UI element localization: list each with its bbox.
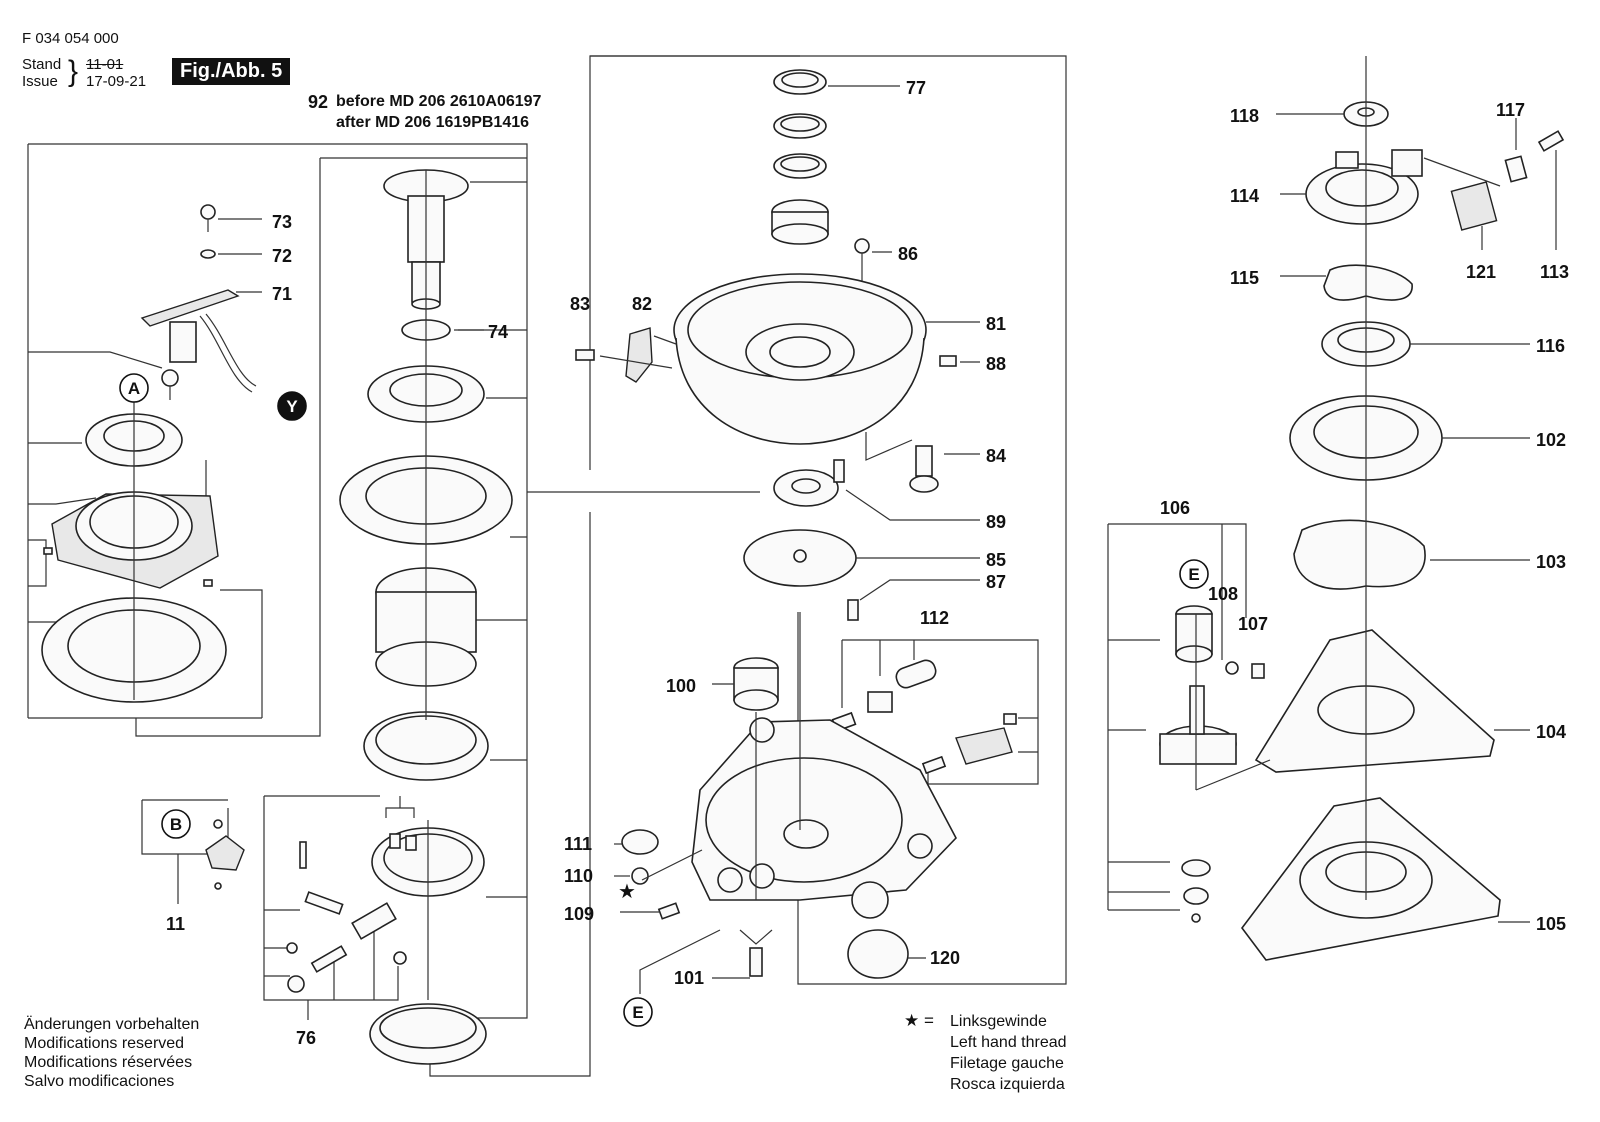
part-label-11: 11 bbox=[166, 914, 185, 934]
svg-text:E: E bbox=[632, 1003, 643, 1022]
part-label-120: 120 bbox=[930, 948, 960, 968]
part-label-103: 103 bbox=[1536, 552, 1566, 572]
ref-circle-b: B bbox=[161, 809, 191, 839]
part-label-111: 111 bbox=[564, 834, 592, 854]
part-label-118: 118 bbox=[1230, 106, 1259, 126]
part-label-107: 107 bbox=[1238, 614, 1268, 634]
part-label-108: 108 bbox=[1208, 584, 1238, 604]
part-label-106: 106 bbox=[1160, 498, 1190, 518]
part-label-100: 100 bbox=[666, 676, 696, 696]
ref-circle-e-right: E bbox=[1179, 559, 1209, 589]
footnote-line-3: Modifications réservées bbox=[24, 1054, 193, 1071]
part-label-86: 86 bbox=[898, 244, 918, 264]
part-label-81: 81 bbox=[986, 314, 1006, 334]
part-label-116: 116 bbox=[1536, 336, 1565, 356]
legend-line-2: Left hand thread bbox=[950, 1034, 1067, 1051]
stand-label: Stand bbox=[22, 56, 62, 73]
svg-text:Y: Y bbox=[286, 397, 298, 416]
part-label-82: 82 bbox=[632, 294, 652, 314]
stand-date-old: 11-01 bbox=[86, 56, 124, 73]
part-label-110: 110 bbox=[564, 866, 593, 886]
part-label-104: 104 bbox=[1536, 722, 1566, 742]
part-label-73: 73 bbox=[272, 212, 292, 232]
assembly-92-line1: before MD 206 2610A06197 bbox=[336, 93, 542, 110]
part-label-88: 88 bbox=[986, 354, 1006, 374]
ref-circle-a: A bbox=[119, 373, 149, 403]
assembly-92-line2: after MD 206 1619PB1416 bbox=[336, 114, 530, 131]
part-label-112: 112 bbox=[920, 608, 949, 628]
part-label-115: 115 bbox=[1230, 268, 1259, 288]
part-label-84: 84 bbox=[986, 446, 1006, 466]
part-label-77: 77 bbox=[906, 78, 926, 98]
part-label-113: 113 bbox=[1540, 262, 1569, 282]
part-label-72: 72 bbox=[272, 246, 292, 266]
part-label-117: 117 bbox=[1496, 100, 1525, 120]
part-label-121: 121 bbox=[1466, 262, 1496, 282]
footnote-line-1: Änderungen vorbehalten bbox=[24, 1016, 200, 1033]
legend-line-3: Filetage gauche bbox=[950, 1055, 1064, 1072]
part-number-labels: 73 72 71 74 77 86 83 82 81 88 84 89 85 8… bbox=[166, 78, 1569, 1048]
left-thread-star-icon: ★ bbox=[618, 881, 636, 903]
svg-text:A: A bbox=[128, 379, 140, 398]
doc-number: F 034 054 000 bbox=[22, 30, 119, 47]
svg-text:E: E bbox=[1188, 565, 1199, 584]
figure-label: Fig./Abb. 5 bbox=[172, 58, 291, 85]
legend-star-symbol: ★ = bbox=[904, 1011, 934, 1030]
brace-glyph: } bbox=[68, 55, 79, 88]
left-column-parts bbox=[41, 204, 262, 703]
ref-circle-e-bottom: E bbox=[623, 997, 653, 1027]
issue-label: Issue bbox=[22, 73, 58, 90]
part-label-105: 105 bbox=[1536, 914, 1566, 934]
assembly-92-number: 92 bbox=[308, 92, 329, 112]
legend-line-1: Linksgewinde bbox=[950, 1013, 1047, 1030]
right-column-parts bbox=[1159, 56, 1565, 961]
footnote-line-2: Modifications reserved bbox=[24, 1035, 185, 1052]
part-label-101: 101 bbox=[674, 968, 704, 988]
part-label-76: 76 bbox=[296, 1028, 316, 1048]
part-label-74: 74 bbox=[488, 322, 508, 342]
part-label-114: 114 bbox=[1230, 186, 1259, 206]
circled-reference-labels: A Y B E E ★ bbox=[119, 373, 1209, 1027]
part-label-85: 85 bbox=[986, 550, 1006, 570]
svg-text:B: B bbox=[170, 815, 182, 834]
part-label-71: 71 bbox=[272, 284, 292, 304]
part-label-87: 87 bbox=[986, 572, 1006, 592]
center-column-parts bbox=[575, 69, 1017, 994]
footnote-line-4: Salvo modificaciones bbox=[24, 1073, 175, 1090]
part-label-83: 83 bbox=[570, 294, 590, 314]
part-label-102: 102 bbox=[1536, 430, 1566, 450]
ref-circle-y: Y bbox=[277, 391, 307, 421]
part-label-89: 89 bbox=[986, 512, 1006, 532]
column-92-parts bbox=[205, 169, 513, 1065]
part-label-109: 109 bbox=[564, 904, 594, 924]
issue-date: 17-09-21 bbox=[86, 73, 147, 90]
legend-line-4: Rosca izquierda bbox=[950, 1076, 1065, 1093]
